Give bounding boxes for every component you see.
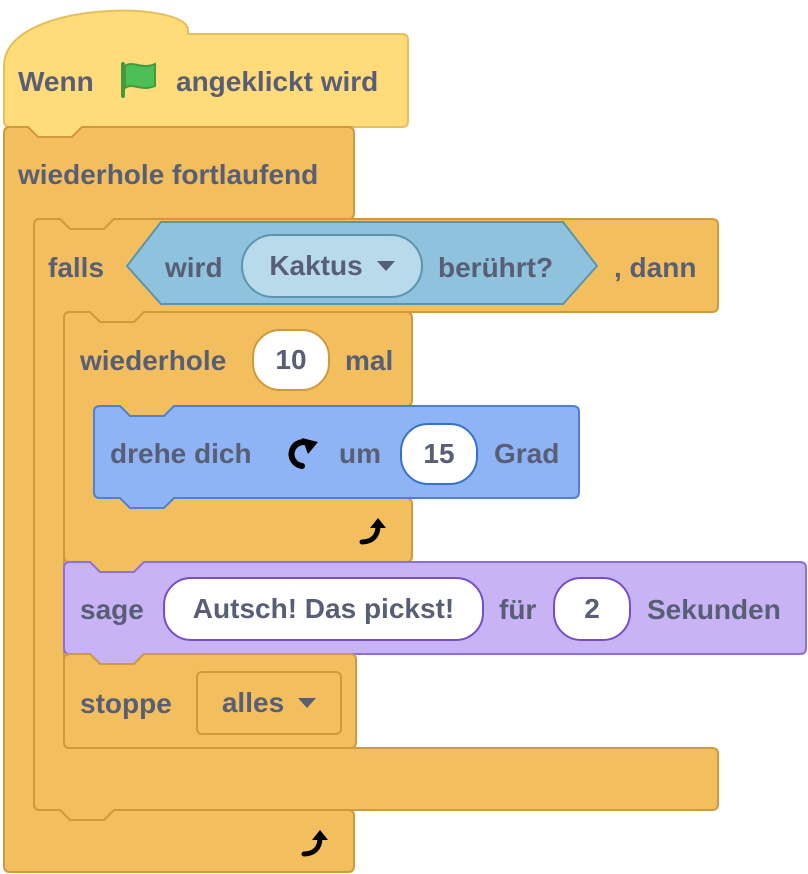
stop-prefix-label: stoppe xyxy=(80,688,172,719)
say-suffix-label: Sekunden xyxy=(647,594,781,625)
repeat-count-input[interactable]: 10 xyxy=(252,329,330,391)
turn-middle-label: um xyxy=(339,438,381,469)
turn-degrees-input[interactable]: 15 xyxy=(400,423,478,485)
if-prefix-label: falls xyxy=(48,252,105,283)
if-suffix-label: , dann xyxy=(614,252,697,283)
hat-prefix-label: Wenn xyxy=(18,66,94,97)
turn-suffix-label: Grad xyxy=(494,438,560,469)
say-seconds-input[interactable]: 2 xyxy=(553,577,631,641)
say-message-input[interactable]: Autsch! Das pickst! xyxy=(163,577,484,641)
repeat-suffix-label: mal xyxy=(345,345,394,376)
stop-option-dropdown[interactable]: alles xyxy=(196,671,342,735)
turn-prefix-label: drehe dich xyxy=(110,438,252,469)
say-middle-label: für xyxy=(499,594,537,625)
touching-object-dropdown[interactable]: Kaktus xyxy=(241,234,423,298)
repeat-prefix-label: wiederhole xyxy=(80,345,227,376)
dropdown-arrow-icon xyxy=(376,261,395,271)
loop-arrow-icon xyxy=(358,516,394,553)
hat-suffix-label: angeklickt wird xyxy=(176,66,379,97)
say-prefix-label: sage xyxy=(80,594,144,625)
dropdown-arrow-icon xyxy=(298,698,317,708)
touching-suffix-label: berührt? xyxy=(438,252,554,283)
touching-prefix-label: wird xyxy=(165,252,223,283)
touching-object-value: Kaktus xyxy=(269,250,363,281)
rotate-right-icon xyxy=(280,434,322,479)
stop-option-value: alles xyxy=(221,687,285,718)
loop-arrow-icon xyxy=(300,828,336,865)
green-flag-icon xyxy=(117,58,161,107)
forever-label: wiederhole fortlaufend xyxy=(18,159,319,190)
